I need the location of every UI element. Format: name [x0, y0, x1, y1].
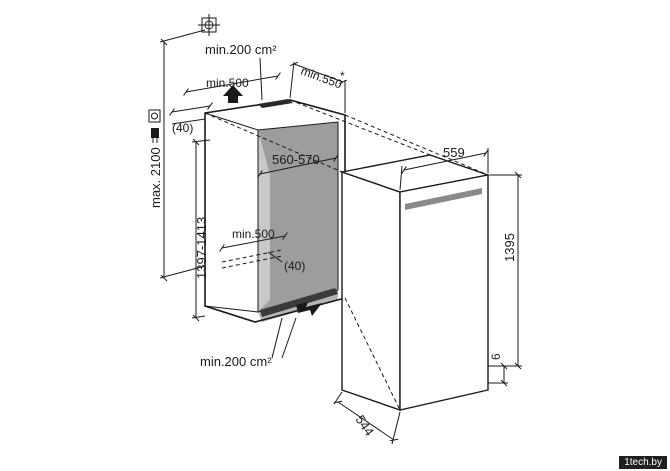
power-plug-icon [148, 109, 161, 143]
top-vent-label: min.200 cm² [205, 42, 277, 57]
appliance-handle [405, 188, 482, 210]
niche-width-label: 560-570 [272, 152, 320, 167]
airflow-arrow-icon [223, 85, 243, 103]
base-gap-label: 6 [489, 353, 503, 360]
bottom-vent-grille [260, 288, 338, 317]
bottom-offset-label: (40) [284, 259, 305, 273]
top-offset-label: (40) [172, 121, 193, 135]
watermark-badge: 1tech.by [619, 456, 667, 469]
top-vent-grille [258, 99, 293, 108]
niche-height-label: 1397-1413 [194, 217, 209, 279]
mounting-symbol-icon [198, 14, 220, 36]
appliance-front [399, 174, 489, 411]
appliance-side [341, 171, 401, 411]
fridge-appliance [339, 154, 491, 411]
appliance-height-label: 1395 [502, 233, 517, 262]
bottom-vent-label: min.200 cm² [200, 354, 272, 369]
max-height-label: max. 2100 [148, 147, 163, 208]
bottom-airflow-arrow [296, 302, 322, 316]
niche-cabinet [204, 99, 346, 323]
appliance-depth-label: 544 [353, 412, 378, 438]
